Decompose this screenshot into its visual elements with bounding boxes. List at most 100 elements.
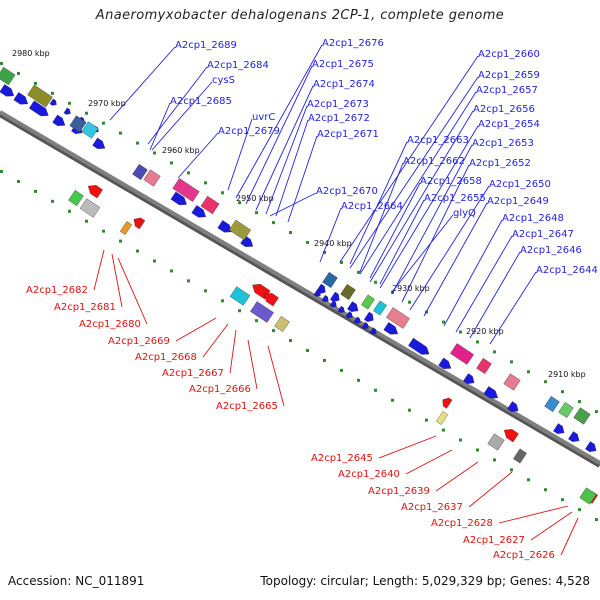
reverse-leader-line — [498, 505, 569, 524]
scale-tick — [357, 270, 360, 274]
scale-tick — [595, 518, 598, 522]
forward-gene-arrow — [345, 311, 353, 319]
forward-gene-label: A2cp1_2679 — [218, 126, 280, 137]
map-title: Anaeromyxobacter dehalogenans 2CP-1, com… — [95, 8, 505, 23]
forward-leader-line — [379, 125, 479, 289]
reverse-gene-label: A2cp1_2628 — [431, 518, 493, 529]
forward-gene-arrow — [49, 98, 57, 106]
forward-leader-line — [489, 271, 537, 345]
forward-gene-arrow — [0, 84, 15, 97]
forward-gene-label: A2cp1_2646 — [520, 245, 582, 256]
forward-gene-label: A2cp1_2648 — [502, 213, 564, 224]
forward-gene-arrow — [337, 305, 345, 313]
forward-leader-line — [319, 207, 342, 263]
forward-gene-arrow — [353, 316, 361, 324]
forward-gene-arrow — [553, 423, 565, 434]
scale-tick — [85, 111, 88, 115]
scale-tick — [578, 400, 581, 404]
reverse-gene-label: A2cp1_2666 — [189, 384, 251, 395]
forward-gene-label: A2cp1_2656 — [473, 104, 535, 115]
scale-tick — [136, 249, 139, 253]
reverse-leader-line — [117, 257, 148, 325]
forward-gene-label: glyQ — [453, 208, 476, 219]
scale-tick — [136, 141, 139, 145]
scale-tick — [187, 171, 190, 175]
scale-tick — [221, 299, 224, 303]
scale-label: 2980 kbp — [12, 49, 50, 58]
forward-gene-label: A2cp1_2684 — [207, 60, 269, 71]
forward-gene-label: A2cp1_2662 — [403, 156, 465, 167]
forward-gene-label: A2cp1_2663 — [407, 135, 469, 146]
forward-gene-label: A2cp1_2664 — [341, 201, 403, 212]
forward-gene-label: A2cp1_2685 — [170, 96, 232, 107]
scale-tick — [459, 330, 462, 334]
forward-gene-arrow — [28, 100, 49, 117]
forward-gene-label: A2cp1_2654 — [478, 119, 540, 130]
forward-leader-line — [409, 185, 490, 311]
forward-leader-line — [359, 162, 404, 273]
scale-tick — [255, 211, 258, 215]
scale-tick — [68, 209, 71, 213]
scale-tick — [238, 309, 241, 313]
scale-tick — [561, 390, 564, 394]
scale-tick — [51, 91, 54, 95]
forward-gene-label: cysS — [212, 75, 235, 86]
reverse-gene-box — [68, 190, 84, 206]
forward-gene-label: A2cp1_2650 — [489, 179, 551, 190]
reverse-gene-label: A2cp1_2681 — [54, 302, 116, 313]
reverse-gene-label: A2cp1_2682 — [26, 285, 88, 296]
scale-tick — [408, 300, 411, 304]
forward-gene-box — [69, 115, 87, 133]
scale-tick — [85, 219, 88, 223]
scale-tick — [289, 339, 292, 343]
reverse-gene-label: A2cp1_2640 — [338, 469, 400, 480]
reverse-gene-box — [229, 286, 251, 306]
scale-tick — [119, 131, 122, 135]
scale-label: 2920 kbp — [466, 327, 504, 336]
forward-gene-box — [544, 396, 560, 412]
reverse-gene-box — [435, 411, 449, 425]
scale-tick — [476, 448, 479, 452]
forward-gene-label: A2cp1_2649 — [487, 196, 549, 207]
scale-label: 2960 kbp — [162, 146, 200, 155]
reverse-gene-label: A2cp1_2637 — [401, 502, 463, 513]
reverse-leader-line — [202, 323, 229, 358]
forward-leader-line — [269, 192, 317, 217]
scale-label: 2940 kbp — [314, 239, 352, 248]
reverse-leader-line — [530, 511, 573, 541]
scale-tick — [170, 269, 173, 273]
forward-gene-label: A2cp1_2672 — [308, 113, 370, 124]
forward-gene-label: A2cp1_2676 — [322, 38, 384, 49]
forward-gene-box — [573, 407, 591, 425]
forward-gene-label: A2cp1_2657 — [476, 85, 538, 96]
scale-tick — [17, 179, 20, 183]
reverse-leader-line — [267, 345, 285, 407]
scale-tick — [544, 488, 547, 492]
forward-gene-arrow — [369, 327, 377, 335]
forward-gene-box — [361, 294, 375, 310]
forward-gene-arrow — [463, 373, 475, 384]
forward-gene-label: A2cp1_2658 — [420, 176, 482, 187]
forward-gene-box — [503, 373, 521, 391]
forward-leader-line — [177, 132, 219, 179]
forward-gene-box — [143, 169, 161, 187]
forward-gene-label: A2cp1_2660 — [478, 49, 540, 60]
scale-tick — [340, 368, 343, 372]
reverse-gene-arrow — [87, 185, 103, 199]
forward-gene-box — [322, 272, 338, 288]
forward-gene-box — [476, 358, 492, 374]
forward-gene-label: A2cp1_2659 — [478, 70, 540, 81]
forward-gene-arrow — [52, 114, 66, 126]
scale-tick — [357, 378, 360, 382]
forward-gene-arrow — [321, 295, 329, 303]
scale-tick — [272, 329, 275, 333]
reverse-leader-line — [93, 249, 105, 291]
scale-tick — [476, 340, 479, 344]
forward-gene-arrow — [313, 289, 321, 297]
scale-tick — [323, 250, 326, 254]
reverse-gene-box — [487, 433, 505, 451]
scale-tick — [425, 418, 428, 422]
forward-leader-line — [401, 164, 470, 303]
scale-tick — [493, 350, 496, 354]
forward-leader-line — [423, 202, 488, 317]
